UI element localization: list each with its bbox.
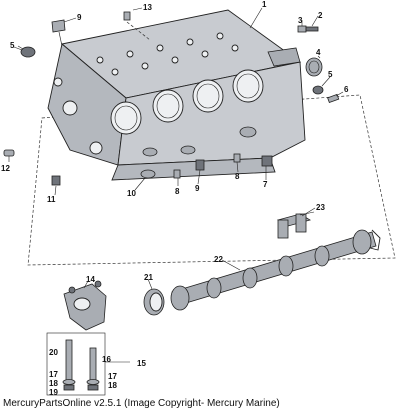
callout-10: 10 bbox=[127, 189, 136, 198]
callout-9-lower: 9 bbox=[195, 184, 200, 193]
callout-3: 3 bbox=[298, 16, 303, 25]
callout-17-right: 17 bbox=[108, 372, 117, 381]
plug-5-right bbox=[312, 85, 324, 95]
callout-13: 13 bbox=[143, 3, 152, 12]
copyright-caption: MercuryPartsOnline v2.5.1 (Image Copyrig… bbox=[3, 398, 280, 409]
callout-16: 16 bbox=[102, 355, 111, 364]
callout-4: 4 bbox=[316, 48, 321, 57]
callout-8-center: 8 bbox=[175, 187, 180, 196]
callout-18-left: 18 bbox=[49, 379, 58, 388]
plug-11 bbox=[51, 175, 61, 186]
callout-11: 11 bbox=[47, 195, 56, 204]
callout-1: 1 bbox=[262, 0, 267, 9]
engine-block bbox=[47, 9, 306, 181]
callout-18-right: 18 bbox=[108, 381, 117, 390]
plug-9-top bbox=[51, 19, 66, 47]
callout-15: 15 bbox=[137, 359, 146, 368]
plug-7 bbox=[261, 155, 273, 167]
callout-7: 7 bbox=[263, 180, 268, 189]
callout-22: 22 bbox=[214, 255, 223, 264]
callout-2: 2 bbox=[318, 11, 323, 20]
callout-20: 20 bbox=[49, 348, 58, 357]
callout-17-left: 17 bbox=[49, 370, 58, 379]
main-bearing-cap-14 bbox=[63, 280, 107, 331]
cam-bearing-21 bbox=[143, 288, 165, 316]
sensor-13 bbox=[123, 7, 151, 41]
camshaft-22 bbox=[170, 229, 381, 311]
cup-plug-4 bbox=[305, 55, 323, 77]
leader-lines bbox=[8, 7, 344, 290]
stud-kit-15 bbox=[46, 332, 130, 396]
callout-14: 14 bbox=[86, 275, 95, 284]
pin-6 bbox=[327, 93, 340, 104]
callout-21: 21 bbox=[144, 273, 153, 282]
callout-19: 19 bbox=[49, 388, 58, 397]
cup-plug-10 bbox=[140, 169, 156, 179]
callout-23: 23 bbox=[316, 203, 325, 212]
callout-5-left: 5 bbox=[10, 41, 15, 50]
plug-8-center bbox=[173, 169, 181, 179]
callout-12: 12 bbox=[1, 164, 10, 173]
callout-5-right: 5 bbox=[328, 70, 333, 79]
callout-6: 6 bbox=[344, 85, 349, 94]
plug-5-left bbox=[17, 45, 36, 58]
callout-9-top: 9 bbox=[77, 13, 82, 22]
callout-labels: 1 9 13 5 2 3 4 5 6 12 11 10 8 9 8 7 23 2… bbox=[1, 0, 349, 397]
plug-8-right bbox=[233, 153, 241, 163]
callout-8-right: 8 bbox=[235, 172, 240, 181]
lifter-23 bbox=[276, 211, 315, 239]
dowel-12 bbox=[3, 149, 15, 157]
plug-9-lower bbox=[195, 159, 205, 171]
